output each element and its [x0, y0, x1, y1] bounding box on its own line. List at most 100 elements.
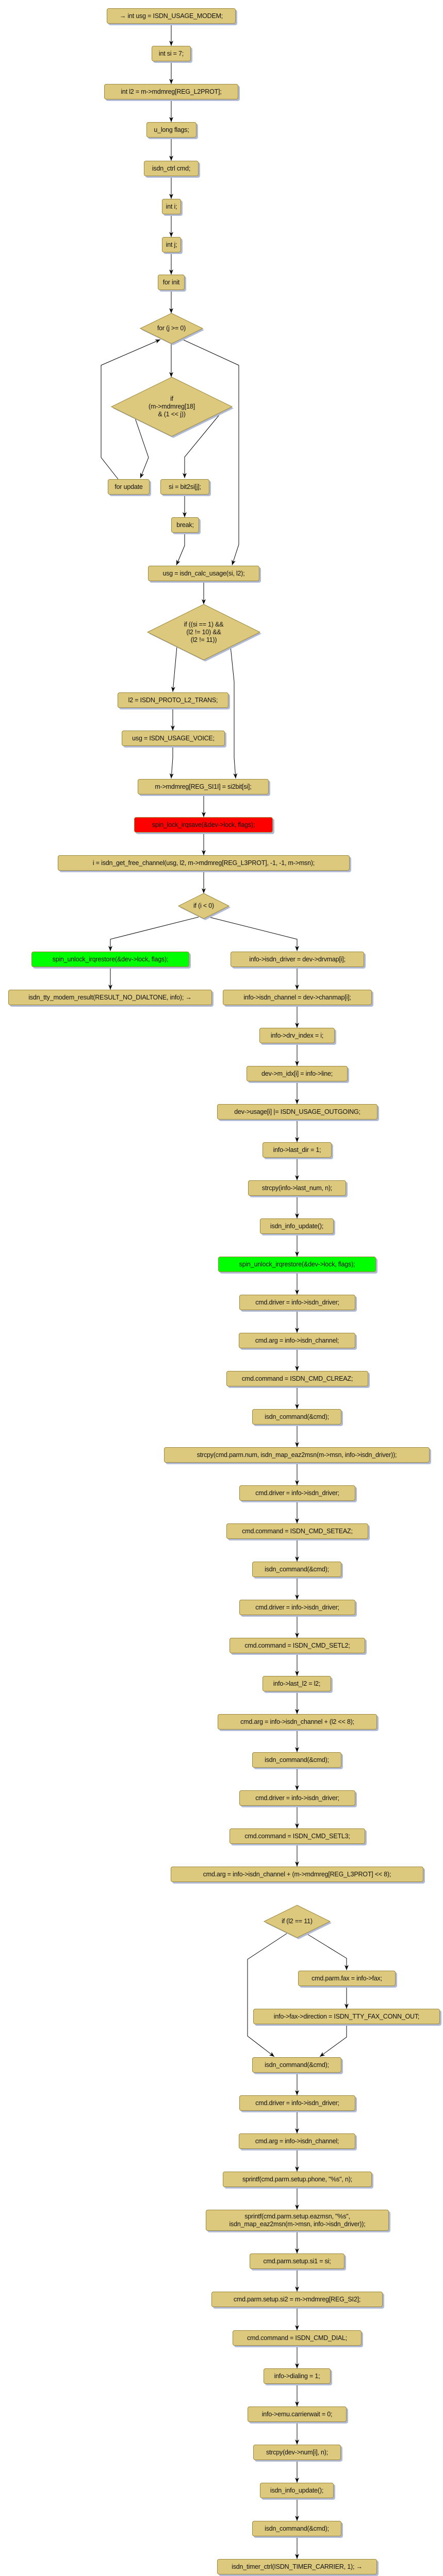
flow-step: i = isdn_get_free_channel(usg, l2, m->md…: [58, 855, 350, 871]
flow-step: cmd.command = ISDN_CMD_CLREAZ;: [226, 1371, 368, 1386]
flow-step: info->dialing = 1;: [264, 2368, 331, 2384]
flow-step: cmd.driver = info->isdn_driver;: [239, 2095, 355, 2111]
step-label: cmd.command = ISDN_CMD_SETL2;: [244, 1641, 350, 1649]
step-label: isdn_command(&cmd);: [265, 1565, 329, 1573]
step-label: int si = 7;: [158, 49, 184, 57]
flow-step: usg = isdn_calc_usage(si, l2);: [148, 566, 259, 581]
flow-step: cmd.parm.fax = info->fax;: [298, 1971, 396, 1986]
step-label: int i;: [166, 202, 177, 210]
step-label: isdn_command(&cmd);: [265, 2524, 329, 2532]
step-label: isdn_tty_modem_result(RESULT_NO_DIALTONE…: [28, 993, 192, 1001]
step-label: cmd.arg = info->isdn_channel + (l2 << 8)…: [240, 1718, 354, 1725]
flow-step: cmd.driver = info->isdn_driver;: [239, 1295, 355, 1310]
flow-step: info->isdn_driver = dev->drvmap[i];: [231, 952, 364, 967]
step-label: sprintf(cmd.parm.setup.eazmsn, "%s", isd…: [229, 2212, 366, 2228]
flow-step: dev->usage[i] |= ISDN_USAGE_OUTGOING;: [217, 1104, 378, 1120]
step-label: cmd.driver = info->isdn_driver;: [255, 1603, 339, 1611]
flow-edge: [247, 1933, 287, 2057]
step-label: cmd.parm.setup.si2 = m->mdmreg[REG_SI2];: [233, 2295, 361, 2303]
step-label: u_long flags;: [154, 126, 189, 133]
step-label: info->last_dir = 1;: [273, 1146, 321, 1154]
flow-edge: [208, 917, 299, 951]
flow-step: isdn_command(&cmd);: [252, 1562, 341, 1577]
step-label: cmd.arg = info->isdn_channel;: [255, 2137, 339, 2145]
flow-edge: [169, 746, 174, 779]
step-label: isdn_ctrl cmd;: [152, 164, 191, 172]
flow-step: cmd.command = ISDN_CMD_SETL3;: [229, 1828, 365, 1844]
decision-diamond-shape: [146, 604, 261, 662]
flow-step: int l2 = m->mdmreg[REG_L2PROT];: [104, 84, 238, 99]
decision-label: if (m->mdmreg[18] & (1 << j)): [149, 395, 195, 418]
step-label: dev->usage[i] |= ISDN_USAGE_OUTGOING;: [234, 1108, 360, 1115]
flow-step: for update: [108, 479, 150, 495]
step-label: info->dialing = 1;: [274, 2372, 320, 2380]
flow-step: cmd.driver = info->isdn_driver;: [239, 1485, 355, 1501]
flow-step: info->last_l2 = l2;: [262, 1676, 331, 1691]
step-label: usg = ISDN_USAGE_VOICE;: [132, 734, 215, 742]
step-label: info->drv_index = i;: [270, 1031, 324, 1039]
flow-step: info->isdn_channel = dev->chanmap[i];: [223, 990, 372, 1005]
flow-step: strcpy(cmd.parm.num, isdn_map_eaz2msn(m-…: [164, 1447, 430, 1463]
decision-diamond-shape: [110, 377, 234, 438]
step-label: cmd.arg = info->isdn_channel + (m->mdmre…: [203, 1870, 391, 1878]
flow-step: cmd.parm.setup.si2 = m->mdmreg[REG_SI2];: [211, 2292, 383, 2307]
step-label: break;: [176, 521, 194, 529]
step-label: cmd.command = ISDN_CMD_DIAL;: [247, 2334, 348, 2342]
flow-edge: [135, 418, 149, 479]
flow-step: isdn_ctrl cmd;: [144, 161, 199, 176]
step-label: strcpy(dev->num[i], n);: [266, 2448, 329, 2456]
step-label: cmd.parm.fax = info->fax;: [311, 1974, 382, 1982]
flow-step: break;: [171, 517, 199, 533]
flow-step: cmd.driver = info->isdn_driver;: [239, 1790, 355, 1806]
flow-step: cmd.driver = info->isdn_driver;: [239, 1600, 355, 1615]
step-label: cmd.driver = info->isdn_driver;: [255, 1298, 339, 1306]
step-label: isdn_info_update();: [270, 2486, 324, 2494]
flow-step: isdn_command(&cmd);: [252, 2057, 341, 2073]
flow-step: sprintf(cmd.parm.setup.eazmsn, "%s", isd…: [206, 2210, 389, 2231]
step-label: spin_lock_irqsave(&dev->lock, flags);: [152, 821, 255, 828]
flow-step: isdn_timer_ctrl(ISDN_TIMER_CARRIER, 1); …: [217, 2559, 377, 2574]
step-label: cmd.arg = info->isdn_channel;: [255, 1336, 339, 1344]
decision-label: if (l2 == 11): [282, 1918, 313, 1925]
step-label: for update: [114, 483, 143, 490]
step-label: spin_unlock_irqrestore(&dev->lock, flags…: [52, 955, 169, 963]
flow-step: cmd.arg = info->isdn_channel + (m->mdmre…: [171, 1867, 423, 1882]
unlock-step: spin_unlock_irqrestore(&dev->lock, flags…: [218, 1257, 376, 1272]
flow-step: cmd.arg = info->isdn_channel;: [239, 2133, 355, 2149]
step-label: cmd.parm.setup.si1 = si;: [263, 2257, 331, 2265]
step-label: cmd.command = ISDN_CMD_SETL3;: [244, 1832, 350, 1840]
unlock-step: spin_unlock_irqrestore(&dev->lock, flags…: [31, 952, 189, 967]
step-label: for init: [162, 278, 180, 286]
flow-step: cmd.parm.setup.si1 = si;: [250, 2253, 344, 2269]
step-label: info->fax->direction = ISDN_TTY_FAX_CONN…: [273, 2012, 420, 2020]
flow-step: info->emu.carrierwait = 0;: [248, 2406, 347, 2422]
lock-step: spin_lock_irqsave(&dev->lock, flags);: [134, 817, 273, 833]
flow-step: strcpy(dev->num[i], n);: [253, 2445, 341, 2460]
step-label: cmd.driver = info->isdn_driver;: [255, 1794, 339, 1802]
step-label: i = isdn_get_free_channel(usg, l2, m->md…: [92, 859, 315, 867]
flow-step: isdn_command(&cmd);: [252, 1409, 341, 1425]
flow-step: cmd.arg = info->isdn_channel + (l2 << 8)…: [218, 1714, 377, 1730]
step-label: m->mdmreg[REG_SI1I] = si2bit[si];: [155, 783, 252, 790]
decision-diamond-shape: [139, 313, 204, 345]
decision-node: if (i < 0): [177, 893, 231, 920]
flow-edge: [319, 2024, 347, 2057]
flow-step: int j;: [162, 237, 181, 252]
step-label: int l2 = m->mdmreg[REG_L2PROT];: [121, 88, 222, 95]
flow-step: strcpy(info->last_num, n);: [248, 1180, 346, 1196]
flow-step: cmd.command = ISDN_CMD_SETEAZ;: [226, 1523, 368, 1539]
flow-step: sprintf(cmd.parm.setup.phone, "%s", n);: [223, 2172, 372, 2187]
step-label: info->isdn_driver = dev->drvmap[i];: [249, 955, 346, 963]
step-label: isdn_info_update();: [270, 1222, 324, 1230]
flow-step: si = bit2si[j];: [160, 479, 209, 495]
flow-step: int i;: [162, 199, 181, 214]
step-label: isdn_command(&cmd);: [265, 1413, 329, 1420]
flow-edge: [306, 1933, 349, 1970]
step-label: strcpy(info->last_num, n);: [261, 1184, 333, 1192]
step-label: isdn_timer_ctrl(ISDN_TIMER_CARRIER, 1); …: [232, 2563, 363, 2570]
step-label: → int usg = ISDN_USAGE_MODEM;: [119, 12, 223, 20]
flow-step: u_long flags;: [146, 122, 196, 138]
step-label: int j;: [166, 241, 177, 248]
flow-edge: [176, 533, 185, 566]
